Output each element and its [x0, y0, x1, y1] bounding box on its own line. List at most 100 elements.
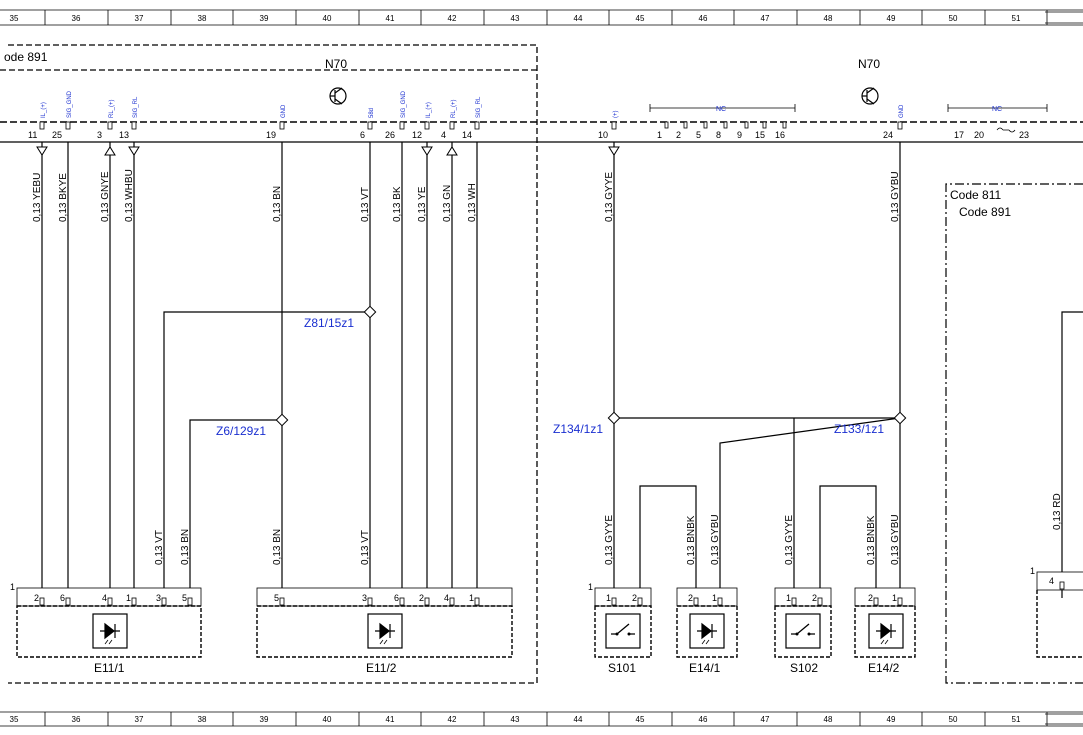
wire-color-label: 0,13 GYBU — [890, 514, 901, 565]
grid-column-number: 38 — [198, 14, 207, 23]
wire-color-label: 0,13 GYYE — [604, 172, 615, 222]
pin-terminal — [637, 597, 643, 606]
connector-pin-number: 6 — [360, 130, 365, 140]
splice-label-z6-129z1: Z6/129z1 — [216, 424, 266, 438]
component-e11-2-body — [256, 605, 513, 658]
pin-terminal — [693, 597, 699, 606]
grid-column-number: 48 — [824, 715, 833, 724]
connector-index-right: 1 — [1030, 566, 1035, 576]
pin-terminal — [664, 121, 669, 129]
grid-column-number: 41 — [386, 715, 395, 724]
pin-terminal — [611, 597, 617, 606]
wire-color-label: 0,13 BNBK — [686, 515, 697, 565]
component-e14-2-connector — [854, 587, 916, 607]
pin-terminal — [744, 121, 749, 129]
grid-column-number: 40 — [323, 715, 332, 724]
pin-terminal — [161, 597, 167, 606]
pin-signal-name: 58d — [369, 108, 375, 118]
component-label-e11-1: E11/1 — [94, 661, 125, 675]
wire-color-label: 0,13 BN — [180, 529, 191, 565]
diode-icon — [100, 622, 120, 640]
light-rays-icon — [880, 639, 889, 645]
transistor-icon — [329, 87, 347, 105]
connector-pin-number: 25 — [52, 130, 62, 140]
arrow-down-icon — [608, 146, 620, 156]
arrow-down-icon — [128, 146, 140, 156]
pin-signal-name: (+) — [613, 110, 619, 118]
component-pin-number: 6 — [394, 593, 399, 603]
switch-pivot — [795, 632, 799, 636]
right-component-body — [1036, 590, 1083, 658]
pin-terminal — [367, 597, 373, 606]
bottom-grid-ruler — [0, 711, 1083, 727]
wire-color-label: 0,13 WHBU — [124, 169, 135, 222]
grid-column-number: 50 — [949, 715, 958, 724]
pin-terminal — [65, 121, 71, 130]
splice-label-z133-1z1: Z133/1z1 — [834, 422, 884, 436]
connector-pin-number: 4 — [441, 130, 446, 140]
wire-color-label: 0,13 VT — [360, 530, 371, 565]
pin-signal-name: IL_(+) — [426, 102, 432, 118]
wire-line — [719, 417, 901, 598]
connector-pin-number: 3 — [97, 130, 102, 140]
connector-pin-number: 26 — [385, 130, 395, 140]
grid-column-number: 35 — [10, 14, 19, 23]
pin-signal-name: SIG_RL — [476, 96, 482, 118]
arrow-up-icon — [104, 146, 116, 156]
grid-column-number: 45 — [636, 715, 645, 724]
splice-node-icon — [363, 305, 377, 319]
splice-label-z81-15z1: Z81/15z1 — [304, 316, 354, 330]
wire-color-label: 0,13 BN — [272, 186, 283, 222]
pin-signal-name: SIG_RL — [133, 96, 139, 118]
component-pin-number: 1 — [469, 593, 474, 603]
arrow-up-icon — [446, 146, 458, 156]
component-e14-1-body — [676, 605, 738, 658]
code-891-label: ode 891 — [4, 50, 48, 64]
pin-terminal — [474, 597, 480, 606]
component-pin-number: 6 — [60, 593, 65, 603]
component-pin-number: 5 — [274, 593, 279, 603]
switch-pivot — [807, 632, 811, 636]
pin-terminal — [782, 121, 787, 129]
grid-column-number: 49 — [887, 14, 896, 23]
pin-signal-name: SIG_GND — [401, 90, 407, 118]
nc-pin-number: 2 — [676, 130, 681, 140]
component-pin-number: 1 — [606, 593, 611, 603]
grid-column-number: 49 — [887, 715, 896, 724]
wire-color-label: 0,13 RD — [1052, 493, 1063, 530]
pin-signal-name: GND — [281, 104, 287, 118]
grid-column-number: 44 — [574, 14, 583, 23]
grid-column-number: 46 — [699, 715, 708, 724]
nc-pin-number: 23 — [1019, 130, 1029, 140]
light-rays-icon — [104, 639, 113, 645]
pin-terminal — [39, 121, 45, 130]
connector-pin-number: 24 — [883, 130, 893, 140]
component-label-e14-2: E14/2 — [868, 661, 900, 675]
light-rays-icon — [379, 639, 388, 645]
pin-terminal — [107, 121, 113, 130]
pin-terminal — [683, 121, 688, 129]
grid-column-number: 37 — [135, 14, 144, 23]
wire-line — [819, 485, 877, 598]
component-pin-number: 2 — [868, 593, 873, 603]
switch-pivot — [615, 632, 619, 636]
wire-color-label: 0,13 GYYE — [784, 515, 795, 565]
switch-icon — [785, 613, 821, 649]
component-e14-1-connector — [676, 587, 738, 607]
nc-pin-number: 16 — [775, 130, 785, 140]
nc-pin-number: 5 — [696, 130, 701, 140]
pin-signal-name: SIG_GND — [67, 90, 73, 118]
grid-column-number: 38 — [198, 715, 207, 724]
pin-terminal — [65, 597, 71, 606]
pin-terminal — [611, 121, 617, 130]
grid-column-number: 45 — [636, 14, 645, 23]
component-pin-number: 2 — [632, 593, 637, 603]
wire-color-label: 0,13 BKYE — [58, 173, 69, 222]
connector-pin-number: 10 — [598, 130, 608, 140]
wire-color-label: 0,13 GYYE — [604, 515, 615, 565]
code-891-frame — [8, 44, 538, 684]
connector-index-s101: 1 — [588, 582, 593, 592]
code-891-right-label: Code 891 — [959, 205, 1011, 219]
wire-color-label: 0,13 VT — [360, 187, 371, 222]
light-rays-icon — [701, 639, 710, 645]
